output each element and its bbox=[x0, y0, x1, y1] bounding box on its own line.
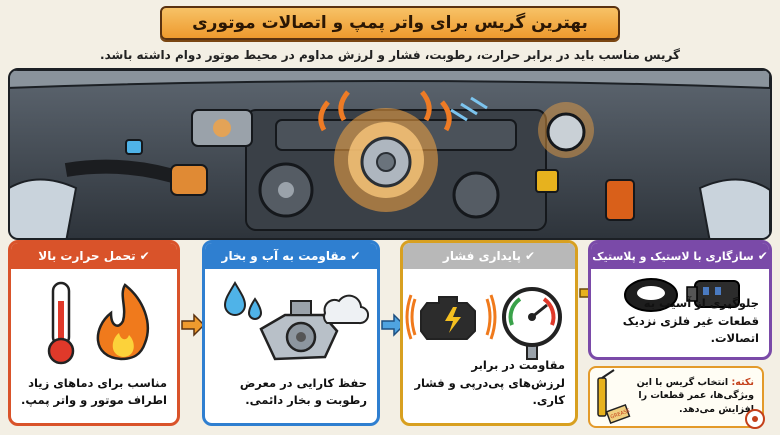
panel-pressure-header: ✔ پایداری فشار bbox=[403, 243, 575, 269]
check-icon: ✔ bbox=[757, 249, 768, 263]
water-pump-icon bbox=[259, 300, 339, 361]
connector-icon bbox=[686, 280, 740, 308]
panel-pressure-title: پایداری فشار bbox=[442, 249, 522, 263]
panel-heat-title: تحمل حرارت بالا bbox=[38, 249, 136, 263]
panel-pressure-stability: ✔ پایداری فشار مقاومت در برابر لرزش‌های … bbox=[400, 240, 578, 426]
thermometer-icon bbox=[47, 281, 75, 365]
steam-cloud-icon bbox=[323, 294, 370, 325]
title-banner: بهترین گریس برای واتر پمپ و اتصالات موتو… bbox=[160, 6, 620, 40]
check-icon: ✔ bbox=[139, 249, 150, 263]
panel-rubber-text: جلوگیری از آسیب به قطعات غیر فلزی نزدیک … bbox=[622, 296, 759, 345]
flame-icon bbox=[96, 283, 150, 361]
water-drops-icon bbox=[223, 281, 263, 320]
panel-rubber-title: سازگاری با لاستیک و پلاستیک bbox=[592, 249, 754, 263]
tip-text: انتخاب گریس با این ویژگی‌ها، عمر قطعات ر… bbox=[636, 377, 754, 415]
panel-rubber-header: ✔ سازگاری با لاستیک و پلاستیک bbox=[591, 243, 769, 269]
check-icon: ✔ bbox=[525, 249, 536, 263]
gear-logo-icon bbox=[745, 409, 765, 429]
o-ring-icon bbox=[624, 278, 678, 312]
arrow-right-icon bbox=[381, 313, 406, 337]
engine-bay-illustration bbox=[8, 68, 772, 240]
panel-pressure-text: مقاومت در برابر لرزش‌های پی‌درپی و فشار … bbox=[414, 358, 565, 407]
tip-text-block: نکته: انتخاب گریس با این ویژگی‌ها، عمر ق… bbox=[628, 376, 754, 416]
panel-rubber-compatibility: ✔ سازگاری با لاستیک و پلاستیک جلوگیری از… bbox=[588, 240, 772, 360]
panel-heat-header: ✔ تحمل حرارت بالا bbox=[11, 243, 177, 269]
panel-heat-resistance: ✔ تحمل حرارت بالا مناسب برای دماهای زیاد… bbox=[8, 240, 180, 426]
tip-label: نکته: bbox=[731, 377, 754, 388]
pressure-gauge-icon bbox=[502, 287, 562, 360]
subtitle: گریس مناسب باید در برابر حرارت، رطوبت، ف… bbox=[100, 48, 680, 62]
tip-box: GREASE نکته: انتخاب گریس با این ویژگی‌ها… bbox=[588, 366, 764, 428]
panel-water-title: مقاومت به آب و بخار bbox=[221, 249, 347, 263]
check-icon: ✔ bbox=[350, 249, 361, 263]
panel-water-header: ✔ مقاومت به آب و بخار bbox=[205, 243, 377, 269]
page-title: بهترین گریس برای واتر پمپ و اتصالات موتو… bbox=[192, 13, 588, 33]
panel-water-resistance: ✔ مقاومت به آب و بخار حفظ کارایی در معرض… bbox=[202, 240, 380, 426]
panel-heat-text: مناسب برای دماهای زیاد اطراف موتور و وات… bbox=[20, 375, 167, 407]
arrow-right-icon bbox=[181, 313, 206, 337]
panel-water-text: حفظ کارایی در معرض رطوبت و بخار دائمی. bbox=[239, 375, 367, 407]
engine-warning-icon bbox=[405, 294, 497, 340]
grease-gun-icon: GREASE bbox=[597, 369, 631, 425]
